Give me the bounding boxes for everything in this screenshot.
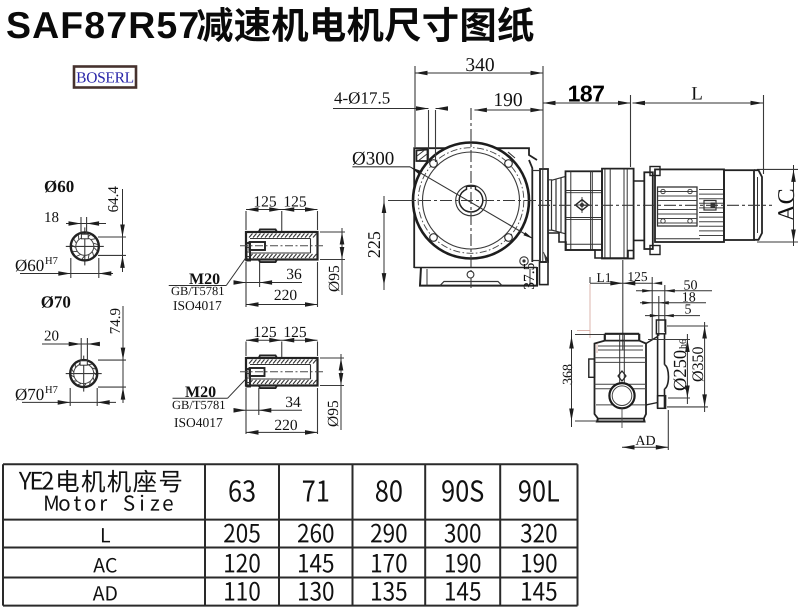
svg-text:Ø95: Ø95 bbox=[325, 400, 342, 427]
svg-text:Ø250: Ø250 bbox=[671, 350, 691, 391]
svg-text:Ø70: Ø70 bbox=[15, 385, 44, 404]
svg-text:Ø60: Ø60 bbox=[15, 256, 44, 275]
svg-text:Ø95: Ø95 bbox=[326, 265, 343, 292]
svg-text:20: 20 bbox=[44, 328, 59, 344]
svg-text:BOSERL: BOSERL bbox=[76, 70, 134, 87]
svg-text:368: 368 bbox=[561, 364, 576, 385]
svg-text:L: L bbox=[691, 84, 703, 105]
svg-text:50: 50 bbox=[684, 278, 698, 293]
svg-text:125: 125 bbox=[283, 194, 307, 211]
svg-text:64.4: 64.4 bbox=[106, 186, 122, 213]
svg-text:Ø300: Ø300 bbox=[352, 149, 394, 170]
svg-text:225: 225 bbox=[364, 231, 384, 258]
svg-text:ISO4017: ISO4017 bbox=[173, 298, 222, 313]
svg-text:125: 125 bbox=[627, 269, 648, 284]
svg-text:37.5: 37.5 bbox=[521, 262, 538, 289]
svg-text:GB/T5781: GB/T5781 bbox=[171, 284, 224, 298]
svg-text:4-Ø17.5: 4-Ø17.5 bbox=[334, 89, 390, 108]
svg-text:220: 220 bbox=[274, 287, 298, 304]
svg-text:220: 220 bbox=[274, 417, 298, 434]
svg-text:190: 190 bbox=[493, 90, 522, 111]
svg-text:AC: AC bbox=[774, 188, 800, 221]
svg-text:Ø350: Ø350 bbox=[690, 346, 707, 382]
svg-text:34: 34 bbox=[285, 394, 301, 411]
svg-text:H7: H7 bbox=[45, 256, 58, 267]
svg-text:18: 18 bbox=[682, 290, 696, 305]
svg-text:187: 187 bbox=[568, 81, 605, 107]
svg-text:h6: h6 bbox=[678, 339, 689, 349]
svg-text:125: 125 bbox=[253, 324, 277, 341]
svg-text:18: 18 bbox=[44, 210, 59, 226]
svg-text:SAF87R57: SAF87R57 bbox=[6, 4, 200, 46]
svg-text:AD: AD bbox=[635, 434, 655, 449]
svg-text:125: 125 bbox=[253, 194, 277, 211]
svg-text:340: 340 bbox=[465, 55, 494, 76]
svg-text:GB/T5781: GB/T5781 bbox=[172, 398, 225, 412]
svg-text:Ø60: Ø60 bbox=[44, 177, 74, 196]
svg-text:M20: M20 bbox=[189, 271, 220, 288]
svg-text:M20: M20 bbox=[185, 384, 216, 401]
svg-text:ISO4017: ISO4017 bbox=[174, 415, 223, 430]
svg-text:Ø70: Ø70 bbox=[41, 293, 71, 312]
svg-text:L1: L1 bbox=[597, 270, 612, 285]
svg-text:125: 125 bbox=[283, 324, 307, 341]
svg-text:5: 5 bbox=[685, 303, 692, 318]
svg-text:36: 36 bbox=[286, 266, 302, 283]
svg-text:H7: H7 bbox=[45, 385, 58, 396]
svg-text:74.9: 74.9 bbox=[108, 308, 124, 334]
